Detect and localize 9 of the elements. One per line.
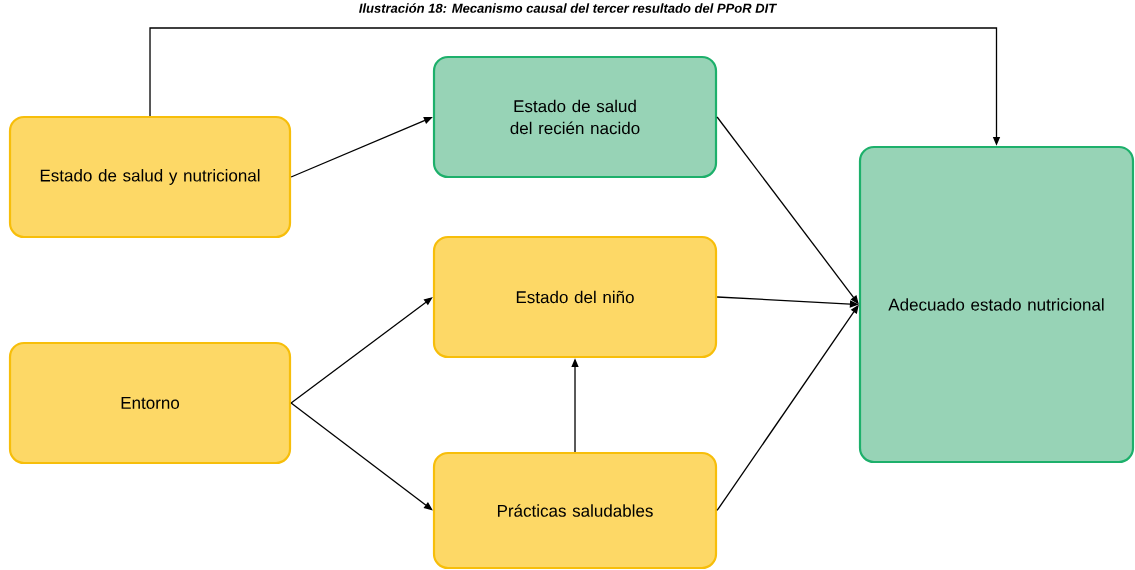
process-box: Estado del niño: [432, 235, 718, 359]
process-box: Entorno: [8, 341, 292, 465]
process-box: Estado de salud del recién nacido: [432, 55, 718, 179]
process-box: Prácticas saludables: [432, 451, 718, 570]
arrow: [290, 402, 433, 511]
arrow: [290, 297, 433, 404]
process-box: Adecuado estado nutricional: [858, 145, 1135, 464]
title: Ilustración 18: Mecanismo causal del tercer resultado del PPoR DIT: [359, 3, 778, 13]
process-box: Estado de salud y nutricional: [8, 115, 292, 239]
